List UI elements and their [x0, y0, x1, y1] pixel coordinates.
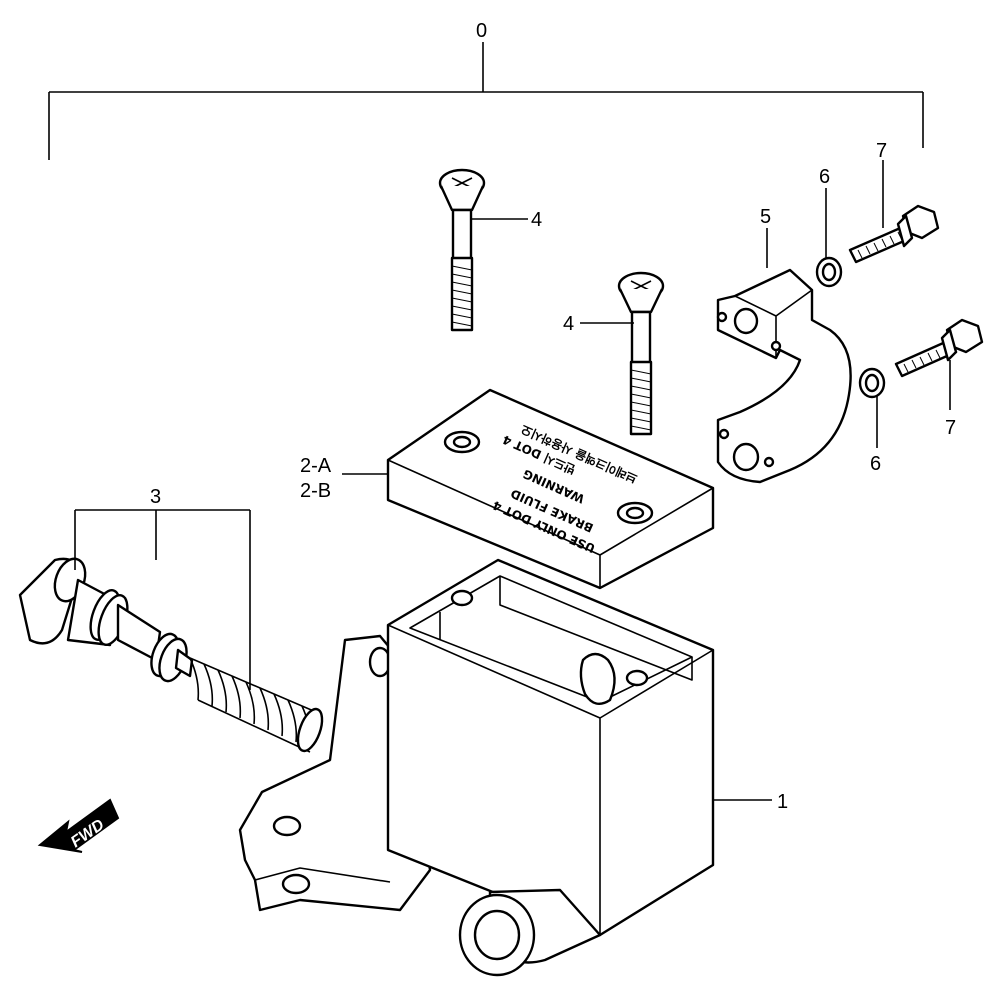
- piston-set: [18, 557, 324, 753]
- callout-4-right: 4: [563, 313, 574, 335]
- callout-7-bottom: 7: [945, 417, 956, 439]
- washer-bottom: [858, 367, 886, 399]
- screw-right: [617, 271, 665, 436]
- reservoir-cap: USE ONLY DOT 4 BRAKE FLUID WARNING 반드시 D…: [386, 388, 715, 590]
- master-cylinder-body: [238, 558, 715, 977]
- handlebar-holder: [716, 268, 852, 484]
- piston-bracket: [74, 509, 251, 690]
- callout-4-left: 4: [531, 209, 542, 231]
- bolt-top: [848, 204, 940, 264]
- piston-spring: [189, 657, 324, 753]
- forward-arrow-icon: FWD: [37, 798, 120, 853]
- callout-2a: 2-A: [300, 455, 332, 477]
- washer-top: [815, 256, 843, 288]
- callout-7-top: 7: [876, 140, 887, 162]
- callout-2b: 2-B: [300, 480, 331, 502]
- callout-6-top: 6: [819, 166, 830, 188]
- callout-1: 1: [777, 791, 788, 813]
- callout-5: 5: [760, 206, 771, 228]
- callout-6-bottom: 6: [870, 453, 881, 475]
- screw-left: [438, 168, 486, 332]
- bolt-bottom: [894, 318, 984, 378]
- assembly-bracket: [48, 42, 924, 160]
- callout-0: 0: [476, 20, 487, 42]
- callout-3: 3: [150, 486, 161, 508]
